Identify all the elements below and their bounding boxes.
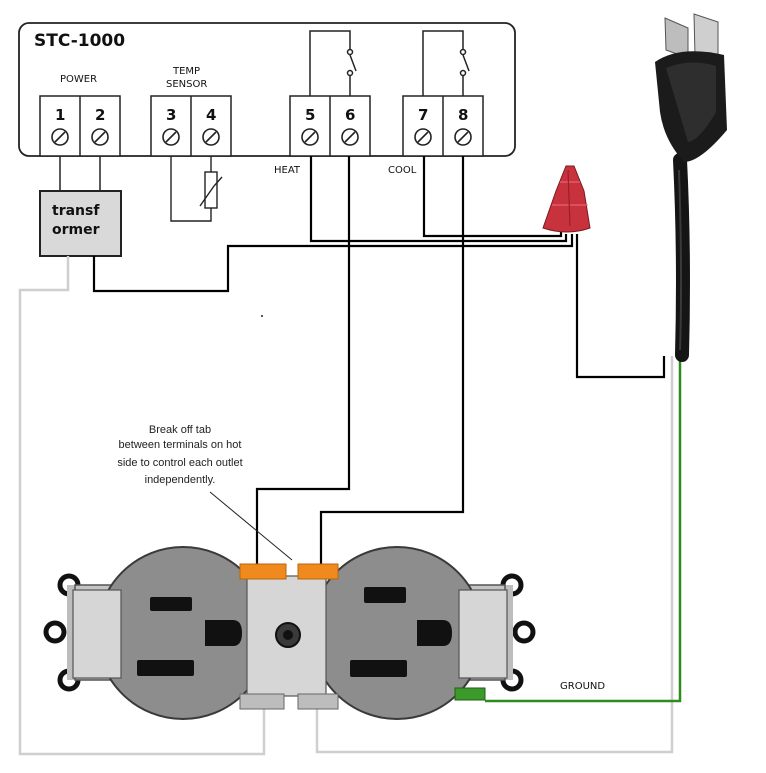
cool-outlet-wire (319, 156, 465, 564)
terminal-screw-icons (51, 128, 472, 146)
terminal-block-power (39, 95, 121, 157)
heat-relay-switch-icon (309, 30, 357, 96)
note-line-3: side to control each outlet (117, 457, 242, 469)
jumper-wire-cool (422, 156, 563, 238)
sensor-label: SENSOR (166, 79, 207, 90)
note-leader-line (209, 491, 293, 561)
outlet-mounting-ear-right (500, 573, 536, 692)
terminal-8-number: 8 (458, 106, 468, 124)
stc-1000-controller: STC-1000 POWER TEMP SENSOR 1 2 3 4 5 6 7… (18, 22, 516, 157)
hot-wire-plug (575, 234, 666, 379)
note-line-4: independently. (145, 474, 216, 486)
cool-relay-switch-icon (422, 30, 470, 96)
note-line-1: Break off tab (149, 424, 211, 436)
terminal-3-number: 3 (166, 106, 176, 124)
ground-label: GROUND (560, 681, 605, 692)
neutral-wire-transformer (18, 256, 266, 756)
neutral-wire-plug (315, 356, 674, 754)
terminal-1-number: 1 (55, 106, 65, 124)
terminal-4-number: 4 (206, 106, 216, 124)
hot-wire-transformer (92, 234, 574, 293)
break-off-tab-note: Break off tab between terminals on hot s… (117, 424, 242, 486)
temp-label: TEMP (172, 66, 200, 77)
controller-title: STC-1000 (34, 31, 125, 51)
wire-nut-icon (542, 165, 591, 233)
heat-outlet-wire (255, 156, 351, 564)
power-plug-icon (655, 13, 727, 362)
terminal-2-number: 2 (95, 106, 105, 124)
transformer-label-line2: ormer (52, 222, 100, 238)
ground-wire (485, 356, 682, 703)
cool-label: COOL (388, 165, 417, 176)
note-line-2: between terminals on hot (119, 439, 242, 451)
terminal-block-sensor (150, 95, 232, 157)
heat-label: HEAT (274, 165, 301, 176)
transformer-label-line1: transf (52, 203, 100, 219)
terminal-block-heat (289, 95, 371, 157)
terminal-5-number: 5 (305, 106, 315, 124)
terminal-block-cool (402, 95, 484, 157)
terminal-6-number: 6 (345, 106, 355, 124)
hot-terminal-tab-left (239, 563, 287, 580)
duplex-outlet (43, 546, 536, 720)
ground-terminal (454, 687, 486, 701)
thermistor-icon (170, 156, 223, 222)
jumper-wire-heat (309, 156, 568, 243)
terminal-7-number: 7 (418, 106, 428, 124)
hot-terminal-tab-right (297, 563, 339, 580)
power-label: POWER (60, 74, 97, 85)
transformer: transf ormer (39, 190, 122, 257)
